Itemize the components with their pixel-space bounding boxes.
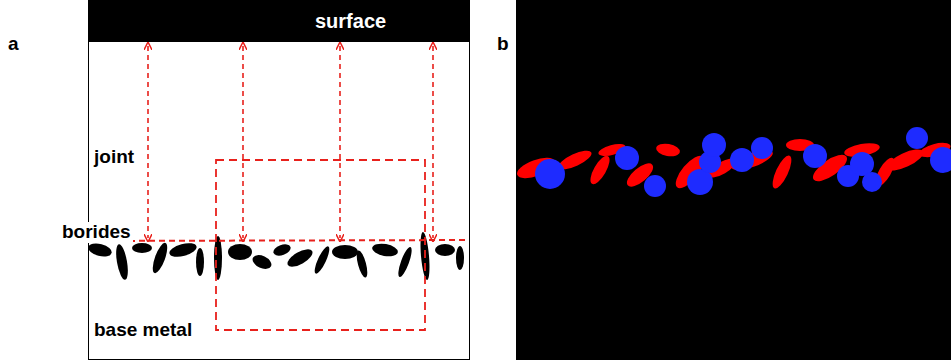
- region-box: [216, 160, 425, 330]
- thickness-arrows: [148, 46, 433, 238]
- interface-line: [89, 240, 469, 241]
- segmented-image: [516, 0, 951, 360]
- node-text: surface: [315, 10, 386, 33]
- boride-particles: [87, 232, 464, 281]
- panel-letter: b: [497, 34, 509, 55]
- particle-markers: [535, 127, 951, 197]
- surface-bar: surface: [88, 0, 470, 42]
- panel-letter: a: [8, 34, 19, 55]
- region-label: joint: [92, 147, 136, 168]
- region-label: base metal: [92, 320, 194, 341]
- region-label: borides: [60, 222, 133, 243]
- panel-frame: [89, 1, 470, 360]
- boride-phase: [514, 139, 951, 192]
